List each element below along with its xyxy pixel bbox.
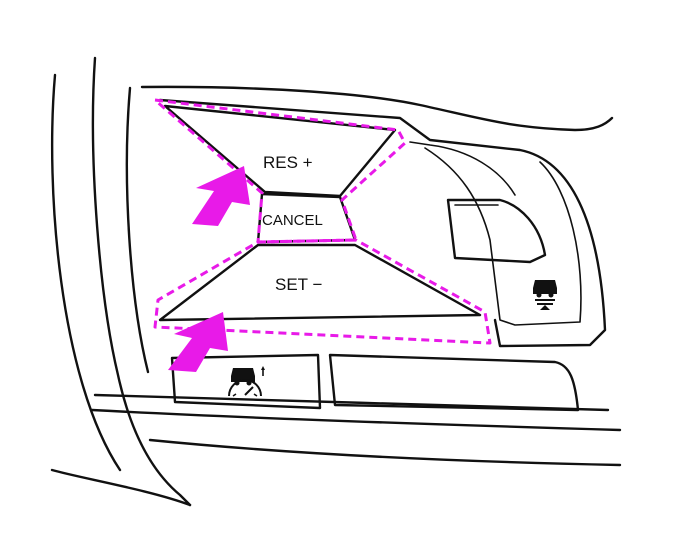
right-knob[interactable] [446, 198, 547, 264]
cancel-label: CANCEL [262, 212, 323, 229]
vehicle-speedometer-icon [228, 366, 265, 397]
highlight-res-cancel [153, 98, 407, 244]
bottom-right-button[interactable] [328, 353, 580, 412]
highlight-set [153, 238, 492, 345]
set-minus-label: SET − [275, 275, 322, 294]
top-housing [140, 85, 614, 132]
cancel-switch[interactable]: CANCEL [256, 192, 357, 244]
arrow-up-set [168, 312, 228, 372]
switch-panel [158, 98, 607, 348]
res-plus-label: RES + [263, 153, 313, 172]
steering-wheel-rim [50, 56, 192, 507]
distance-button[interactable] [533, 280, 557, 310]
arrow-up-res [192, 166, 250, 226]
set-switch[interactable]: SET − [158, 243, 482, 322]
vehicle-distance-icon [533, 280, 557, 310]
cruise-main-button[interactable] [170, 353, 322, 410]
lower-spoke [90, 393, 622, 467]
